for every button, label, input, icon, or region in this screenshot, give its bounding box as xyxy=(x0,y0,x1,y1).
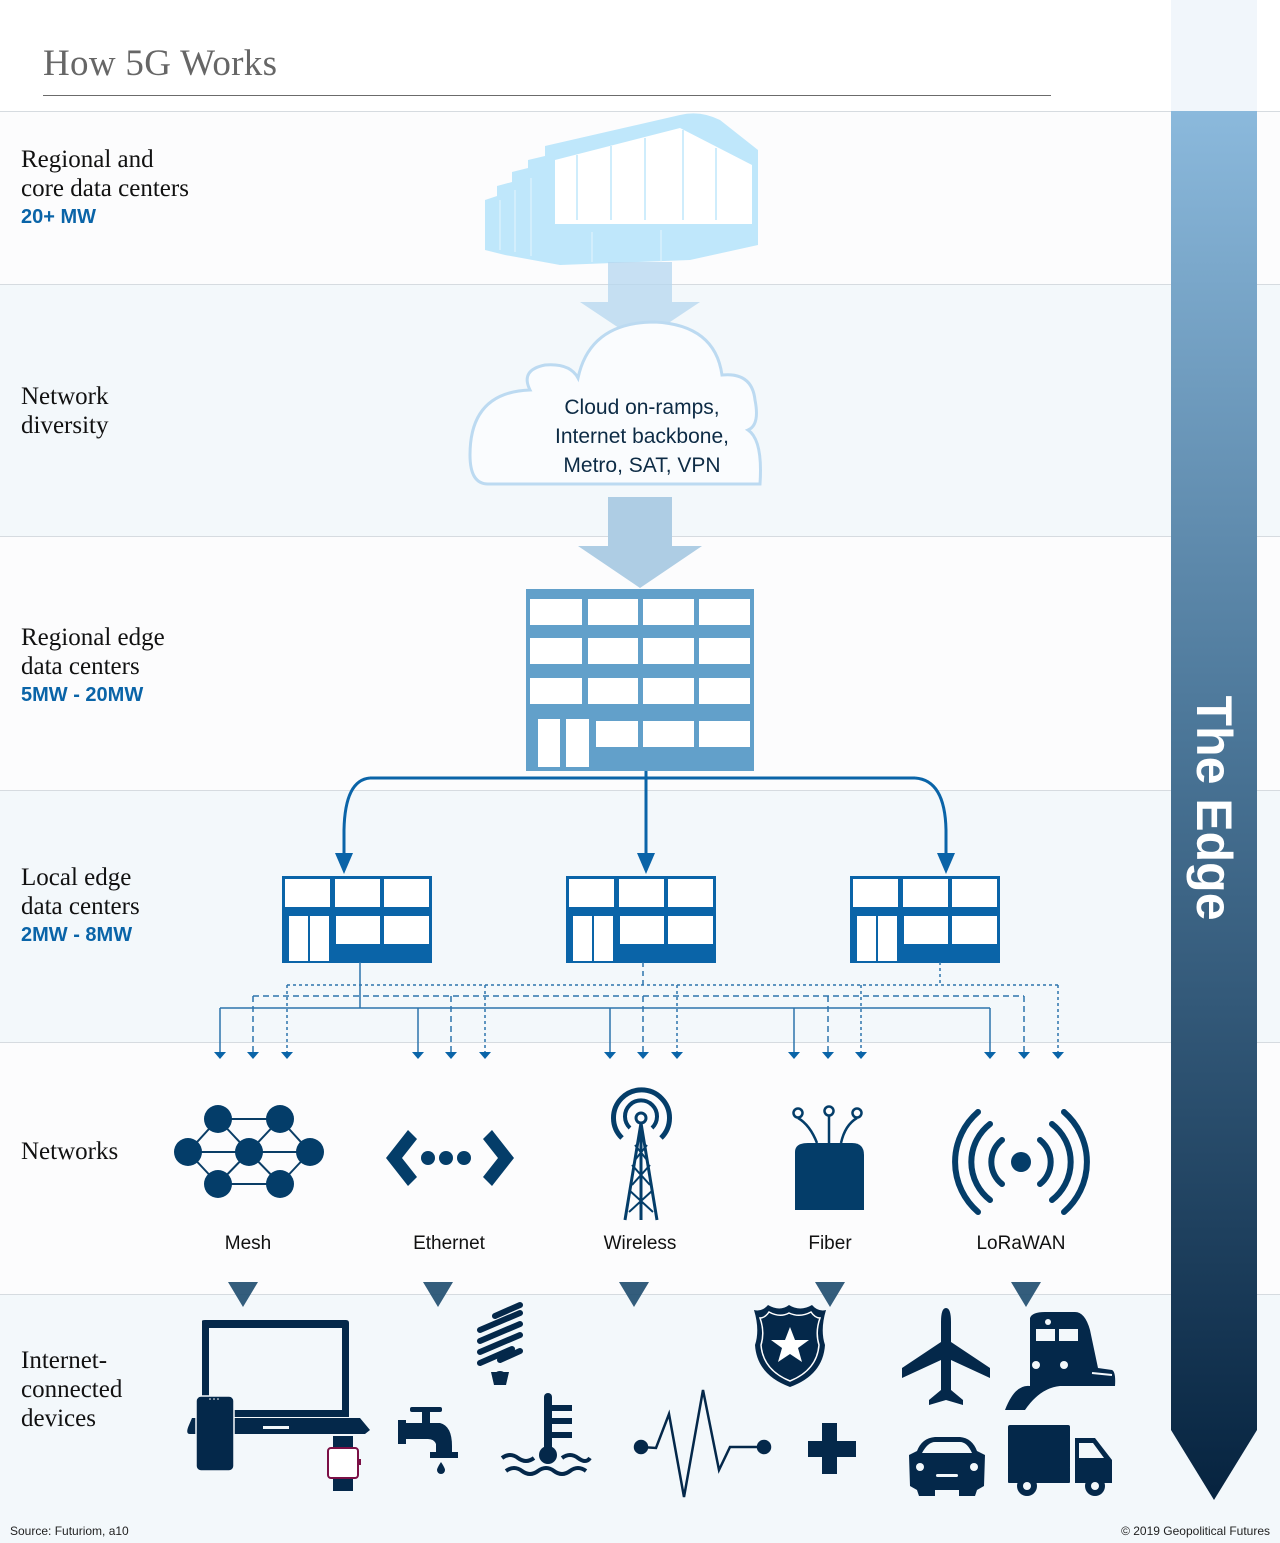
local-to-network-connectors xyxy=(220,962,1058,1009)
truck-icon xyxy=(1008,1425,1112,1496)
down-triangle-icon xyxy=(423,1282,453,1307)
arrow-head xyxy=(479,1052,491,1059)
title-divider xyxy=(43,95,1051,96)
network-label-wireless: Wireless xyxy=(603,1233,677,1254)
network-label-mesh: Mesh xyxy=(224,1233,272,1254)
heartbeat-icon xyxy=(633,1389,772,1498)
band-label: Internet- connected devices xyxy=(21,1347,123,1432)
water-temperature-icon xyxy=(500,1393,592,1476)
arrow-head xyxy=(937,853,955,874)
arrow-core-to-cloud xyxy=(580,262,700,342)
cloud-icon xyxy=(468,320,762,486)
power-rating: 5MW - 20MW xyxy=(21,684,144,706)
smartphone-icon xyxy=(195,1395,235,1472)
arrow-head xyxy=(445,1052,457,1059)
source-note: Source: Futuriom, a10 xyxy=(10,1524,129,1538)
ethernet-icon xyxy=(386,1130,514,1186)
light-bulb-icon xyxy=(477,1302,523,1385)
car-icon xyxy=(909,1437,985,1496)
power-rating: 2MW - 8MW xyxy=(21,924,133,946)
lorawan-signal-icon xyxy=(952,1109,1090,1215)
band-label: Regional and core data centers 20+ MW xyxy=(21,145,189,231)
arrow-head xyxy=(822,1052,834,1059)
local-edge-data-center-icon xyxy=(566,876,716,963)
down-triangle-icon xyxy=(1011,1282,1041,1307)
arrow-head xyxy=(637,853,655,874)
down-triangle-icon xyxy=(815,1282,845,1307)
police-badge-icon xyxy=(754,1305,826,1387)
mesh-network-icon xyxy=(174,1105,324,1198)
arrow-head xyxy=(671,1052,683,1059)
fiber-icon xyxy=(792,1105,864,1210)
local-edge-data-center-icon xyxy=(282,876,432,963)
down-triangle-icon xyxy=(228,1282,258,1307)
arrow-head xyxy=(412,1052,424,1059)
band-label: Networks xyxy=(21,1138,119,1165)
arrow-head xyxy=(1052,1052,1064,1059)
page-title: How 5G Works xyxy=(43,43,278,84)
copyright: © 2019 Geopolitical Futures xyxy=(1121,1524,1270,1538)
cloud-label: Cloud on-ramps, Internet backbone, Metro… xyxy=(555,396,729,477)
arrow-head xyxy=(855,1052,867,1059)
local-edge-data-center-icon xyxy=(850,876,1000,963)
edge-arrow xyxy=(1171,111,1257,1500)
arrow-cloud-to-regional xyxy=(578,497,702,588)
network-label-lorawan: LoRaWAN xyxy=(976,1233,1066,1254)
regional-to-local-connectors xyxy=(342,771,948,860)
edge-label: The Edge xyxy=(1186,695,1242,921)
edge-arrow-top-panel xyxy=(1171,0,1257,111)
arrow-head xyxy=(247,1052,259,1059)
arrow-head xyxy=(984,1052,996,1059)
power-rating: 20+ MW xyxy=(21,206,97,228)
network-label-ethernet: Ethernet xyxy=(413,1233,485,1254)
arrow-head xyxy=(788,1052,800,1059)
arrow-head xyxy=(637,1052,649,1059)
down-triangle-icon xyxy=(619,1282,649,1307)
network-label-fiber: Fiber xyxy=(808,1233,852,1254)
band-label: Local edge data centers 2MW - 8MW xyxy=(21,863,140,949)
arrow-head xyxy=(281,1052,293,1059)
arrow-head xyxy=(1018,1052,1030,1059)
arrow-head xyxy=(335,853,353,874)
regional-edge-data-center-icon xyxy=(526,589,754,771)
water-tap-icon xyxy=(398,1407,458,1474)
arrow-head xyxy=(604,1052,616,1059)
core-data-center-icon xyxy=(485,113,758,265)
band-label: Regional edge data centers 5MW - 20MW xyxy=(21,623,165,709)
band-label: Network diversity xyxy=(21,383,109,439)
medical-cross-icon xyxy=(808,1423,856,1474)
smartwatch-icon xyxy=(327,1436,361,1491)
airplane-icon xyxy=(902,1308,990,1405)
train-icon xyxy=(1005,1312,1116,1411)
radio-tower-icon xyxy=(611,1087,672,1221)
arrow-head xyxy=(214,1052,226,1059)
